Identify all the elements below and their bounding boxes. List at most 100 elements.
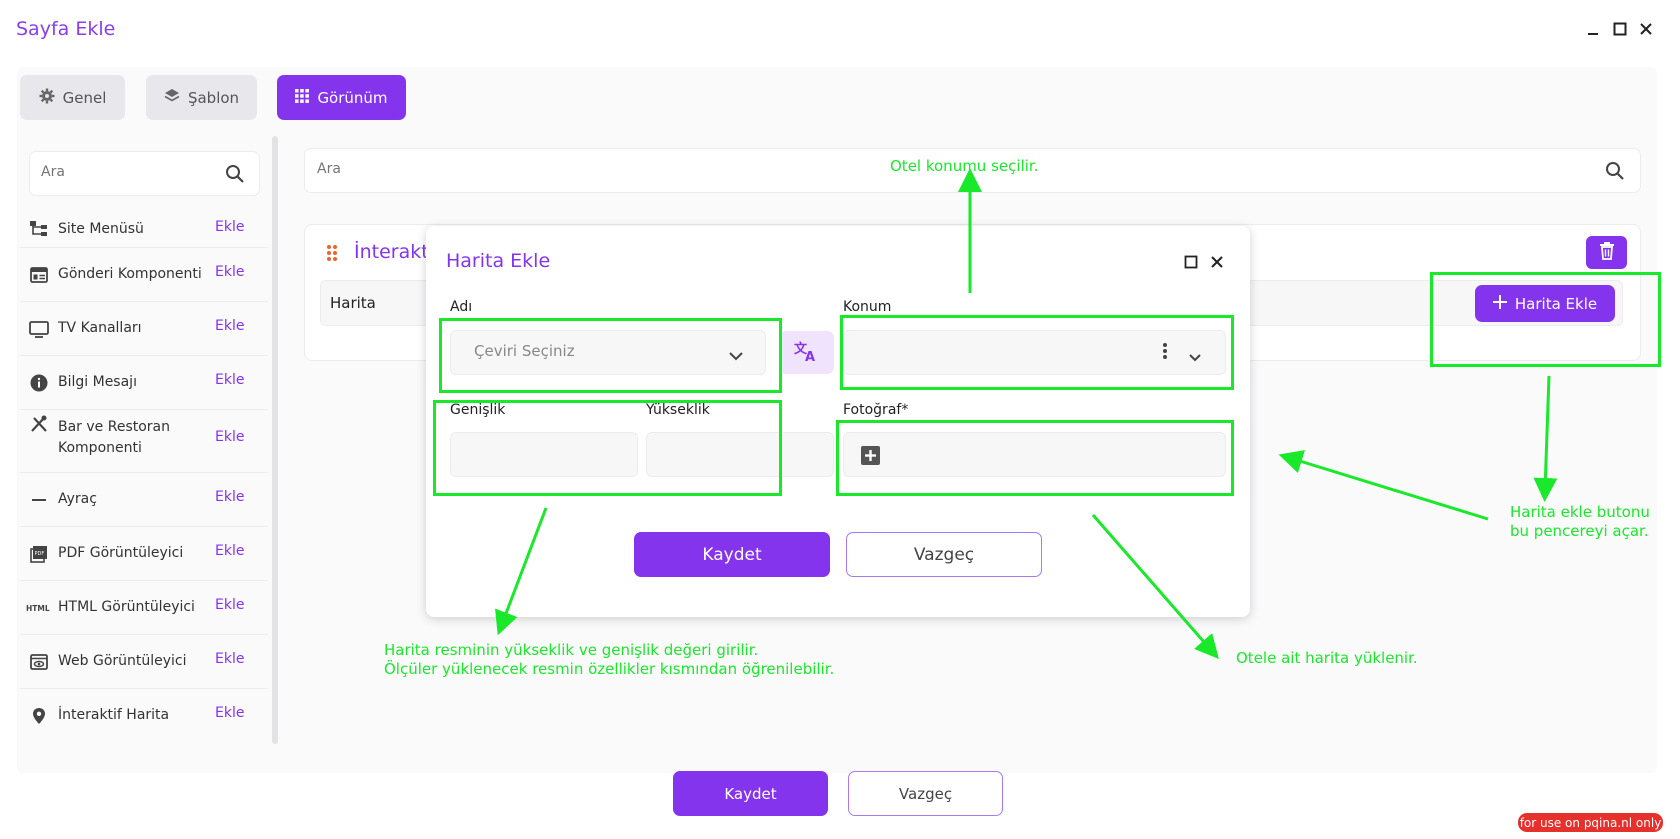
minimize-icon[interactable] — [1584, 20, 1602, 38]
sidebar-item-site-menusu[interactable]: Site Menüsü Ekle — [20, 211, 268, 248]
sidebar-item-web-goruntuleyici[interactable]: Web Görüntüleyici Ekle — [20, 635, 268, 689]
photo-upload-field[interactable] — [843, 432, 1226, 477]
maximize-icon[interactable] — [1611, 20, 1629, 38]
chevron-down-icon[interactable] — [1188, 347, 1202, 366]
location-label: Konum — [843, 299, 892, 315]
tab-sablon[interactable]: Şablon — [146, 75, 257, 120]
svg-text:文: 文 — [794, 341, 808, 357]
modal-title: Harita Ekle — [446, 250, 551, 272]
annotation-box-size — [433, 400, 782, 496]
svg-text:A: A — [805, 350, 815, 362]
annotation-box-photo — [836, 420, 1234, 496]
add-map-button-label: Harita Ekle — [1514, 294, 1598, 313]
add-map-button[interactable]: Harita Ekle — [1475, 285, 1615, 322]
sidebar-item-label: İnteraktif Harita — [58, 707, 170, 723]
sidebar-add-link[interactable]: Ekle — [215, 318, 245, 334]
width-label: Genişlik — [450, 402, 506, 418]
sidebar-search-input[interactable] — [41, 164, 211, 180]
utensils-icon — [28, 413, 50, 435]
post-icon — [28, 264, 50, 286]
sidebar-item-tv-kanallari[interactable]: TV Kanalları Ekle — [20, 302, 268, 356]
annotation-note-location: Otel konumu seçilir. — [890, 157, 1039, 175]
divider-icon — [28, 489, 50, 511]
sidebar-add-link[interactable]: Ekle — [215, 489, 245, 505]
sidebar-item-interaktif-harita[interactable]: İnteraktif Harita Ekle — [20, 689, 268, 743]
info-icon — [28, 372, 50, 394]
map-row-label: Harita — [330, 294, 376, 312]
sidebar-item-gonderi-komponenti[interactable]: Gönderi Komponenti Ekle — [20, 248, 268, 302]
sitemap-icon — [28, 218, 50, 240]
sidebar-item-label: Ayraç — [58, 491, 97, 507]
location-select[interactable] — [843, 330, 1226, 375]
delete-section-button[interactable] — [1586, 236, 1627, 269]
photo-label: Fotoğraf* — [843, 402, 909, 418]
sidebar-add-link[interactable]: Ekle — [215, 219, 245, 235]
svg-text:PDF: PDF — [35, 551, 45, 557]
chevron-down-icon[interactable] — [728, 346, 744, 365]
sidebar-add-link[interactable]: Ekle — [215, 264, 245, 280]
width-input[interactable] — [450, 432, 638, 477]
web-icon — [28, 651, 50, 673]
footer-cancel-button[interactable]: Vazgeç — [848, 771, 1003, 816]
sidebar-item-bilgi-mesaji[interactable]: Bilgi Mesajı Ekle — [20, 356, 268, 410]
sidebar-item-label: PDF Görüntüleyici — [58, 545, 184, 561]
monitor-icon — [28, 318, 50, 340]
tab-genel[interactable]: Genel — [20, 75, 125, 120]
svg-text:HTML: HTML — [26, 604, 50, 613]
sidebar-add-link[interactable]: Ekle — [215, 651, 245, 667]
trash-icon — [1599, 241, 1615, 264]
search-icon[interactable] — [1605, 161, 1625, 185]
modal-maximize-icon[interactable] — [1184, 254, 1198, 273]
annotation-note-add-button-2: bu pencereyi açar. — [1510, 522, 1649, 540]
tab-genel-label: Genel — [62, 88, 107, 107]
name-label: Adı — [450, 299, 473, 315]
name-select[interactable] — [450, 330, 766, 375]
name-select-placeholder: Çeviri Seçiniz — [474, 342, 575, 360]
footer-save-button[interactable]: Kaydet — [673, 771, 828, 816]
search-icon[interactable] — [225, 164, 245, 188]
add-photo-icon[interactable] — [861, 446, 880, 469]
annotation-box-name — [439, 318, 782, 393]
main-search-input[interactable] — [317, 161, 1217, 177]
component-sidebar: Site Menüsü Ekle Gönderi Komponenti Ekle… — [20, 137, 268, 746]
annotation-note-add-button-1: Harita ekle butonu — [1510, 503, 1650, 521]
grid-icon — [295, 88, 310, 107]
modal-save-button[interactable]: Kaydet — [634, 532, 830, 577]
tab-sablon-label: Şablon — [187, 88, 240, 107]
layers-icon — [164, 88, 180, 108]
modal-cancel-button[interactable]: Vazgeç — [846, 532, 1042, 577]
tab-gorunum[interactable]: Görünüm — [277, 75, 406, 120]
sidebar-add-link[interactable]: Ekle — [215, 429, 245, 445]
sidebar-item-label: Bar ve Restoran Komponenti — [58, 419, 171, 456]
sidebar-scrollbar[interactable] — [272, 136, 278, 744]
annotation-note-photo: Otele ait harita yüklenir. — [1236, 649, 1418, 667]
sidebar-add-link[interactable]: Ekle — [215, 543, 245, 559]
sidebar-item-label: TV Kanalları — [58, 320, 142, 336]
sidebar-item-ayrac[interactable]: Ayraç Ekle — [20, 473, 268, 527]
pdf-icon: PDF — [28, 543, 50, 565]
drag-handle-icon[interactable] — [326, 244, 338, 266]
annotation-box-location — [840, 315, 1234, 390]
close-icon[interactable] — [1637, 20, 1655, 38]
sidebar-item-pdf-goruntuleyici[interactable]: PDF PDF Görüntüleyici Ekle — [20, 527, 268, 581]
sidebar-add-link[interactable]: Ekle — [215, 597, 245, 613]
sidebar-add-link[interactable]: Ekle — [215, 372, 245, 388]
watermark-badge: for use on pqina.nl only — [1518, 813, 1663, 832]
more-vertical-icon[interactable] — [1162, 342, 1168, 364]
height-input[interactable] — [646, 432, 834, 477]
modal-close-icon[interactable] — [1210, 254, 1224, 273]
map-pin-icon — [28, 705, 50, 727]
annotation-box-add-button — [1430, 272, 1661, 367]
sidebar-item-html-goruntuleyici[interactable]: HTML HTML Görüntüleyici Ekle — [20, 581, 268, 635]
sidebar-item-bar-restoran[interactable]: Bar ve Restoran Komponenti Ekle — [20, 410, 268, 473]
sidebar-add-link[interactable]: Ekle — [215, 705, 245, 721]
sidebar-item-label: Gönderi Komponenti — [58, 266, 202, 282]
sidebar-search — [29, 151, 260, 196]
sidebar-item-label: Site Menüsü — [58, 221, 144, 237]
height-label: Yükseklik — [646, 402, 710, 418]
sidebar-item-label: Bilgi Mesajı — [58, 374, 137, 390]
gear-icon — [39, 88, 55, 108]
